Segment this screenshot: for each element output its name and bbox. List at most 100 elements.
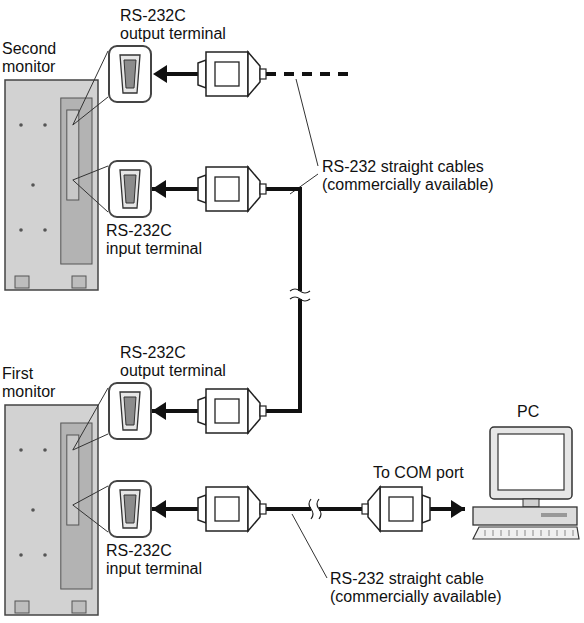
plug-body	[380, 487, 422, 531]
monitor-drawing	[5, 80, 98, 290]
screw-hole	[19, 228, 23, 232]
terminal-label: RS-232C input terminal	[106, 222, 207, 258]
terminal-label: RS-232C output terminal	[120, 344, 230, 380]
plug-shell	[198, 60, 206, 88]
key-line	[557, 530, 558, 536]
cable-continued	[266, 72, 350, 76]
leader-line	[73, 51, 108, 125]
key-line	[549, 530, 550, 536]
plug-arrow-head	[153, 65, 167, 83]
pc-drawing	[473, 427, 579, 539]
screw-hole	[43, 448, 47, 452]
plug-hood	[248, 167, 260, 211]
db9-plug	[198, 167, 266, 211]
leader-line	[73, 180, 108, 212]
monitor-body	[5, 80, 98, 290]
terminal-label: RS-232C output terminal	[120, 7, 230, 43]
leader-line	[73, 505, 108, 532]
screw-hole	[43, 553, 47, 557]
plug-shell	[198, 495, 206, 523]
monitor-panel	[61, 98, 92, 264]
device-label: Second monitor	[2, 40, 82, 76]
screw-hole	[19, 553, 23, 557]
plug-body	[206, 487, 248, 531]
db9-plug	[198, 52, 266, 96]
db9-socket	[120, 170, 140, 208]
db9-plug	[198, 487, 266, 531]
plug-window	[389, 497, 413, 521]
leader-line	[73, 486, 108, 505]
plug-shell	[422, 495, 430, 523]
strain-relief	[260, 69, 266, 79]
terminal-label: RS-232C input terminal	[106, 542, 207, 578]
leader-line	[73, 97, 108, 125]
key-line	[565, 530, 566, 536]
leader-line	[73, 388, 108, 450]
drive-slot	[541, 513, 567, 517]
keyboard	[473, 527, 579, 539]
plug-window	[215, 62, 239, 86]
key-line	[485, 530, 486, 536]
key-line	[541, 530, 542, 536]
terminal-box: RS-232C output terminal	[108, 45, 152, 103]
leader-line	[296, 79, 318, 166]
leader-line	[73, 166, 108, 180]
key-line	[493, 530, 494, 536]
pc-stand	[523, 499, 539, 507]
strain-relief	[260, 184, 266, 194]
monitor-foot	[72, 601, 86, 613]
plug-window	[215, 399, 239, 423]
monitor-body	[5, 405, 98, 615]
key-line	[525, 530, 526, 536]
monitor-foot	[15, 601, 29, 613]
screw-hole	[31, 183, 35, 187]
db9-pins	[124, 397, 136, 425]
device-label: PC	[517, 403, 557, 421]
terminal-box: RS-232C input terminal	[108, 480, 152, 538]
screw-hole	[19, 448, 23, 452]
pc-monitor	[490, 427, 572, 499]
pc-base-unit	[473, 507, 577, 525]
strain-relief	[260, 406, 266, 416]
plug-body	[206, 52, 248, 96]
plug-hood	[248, 487, 260, 531]
db9-plug	[362, 487, 430, 531]
plug-hood	[248, 52, 260, 96]
cable-label: To COM port	[373, 464, 464, 482]
db9-plug	[198, 389, 266, 433]
plug-hood	[368, 487, 380, 531]
monitor: First monitor	[5, 405, 98, 615]
cable-break	[309, 499, 321, 519]
monitor-drawing	[5, 405, 98, 615]
screw-hole	[19, 123, 23, 127]
plug-shell	[198, 175, 206, 203]
terminal-box: RS-232C output terminal	[108, 382, 152, 440]
key-line	[573, 530, 574, 536]
key-line	[501, 530, 502, 536]
cable-break	[290, 289, 310, 301]
strain-relief	[362, 504, 368, 514]
plug-hood	[248, 389, 260, 433]
key-line	[509, 530, 510, 536]
db9-pins	[124, 175, 136, 203]
cable-label: RS-232 straight cable (commercially avai…	[330, 570, 520, 606]
db9-socket	[120, 392, 140, 430]
plug-body	[206, 167, 248, 211]
terminal-bay	[67, 110, 79, 200]
leader-line	[73, 434, 108, 450]
monitor-foot	[15, 276, 29, 288]
strain-relief	[260, 504, 266, 514]
plug-shell	[198, 397, 206, 425]
db9-pins	[124, 495, 136, 523]
screw-hole	[31, 508, 35, 512]
plug-window	[215, 177, 239, 201]
plug-body	[206, 389, 248, 433]
cable-label: RS-232 straight cables (commercially ava…	[322, 158, 512, 194]
monitor: Second monitor	[5, 80, 98, 290]
pc-screen	[498, 434, 564, 490]
key-line	[517, 530, 518, 536]
